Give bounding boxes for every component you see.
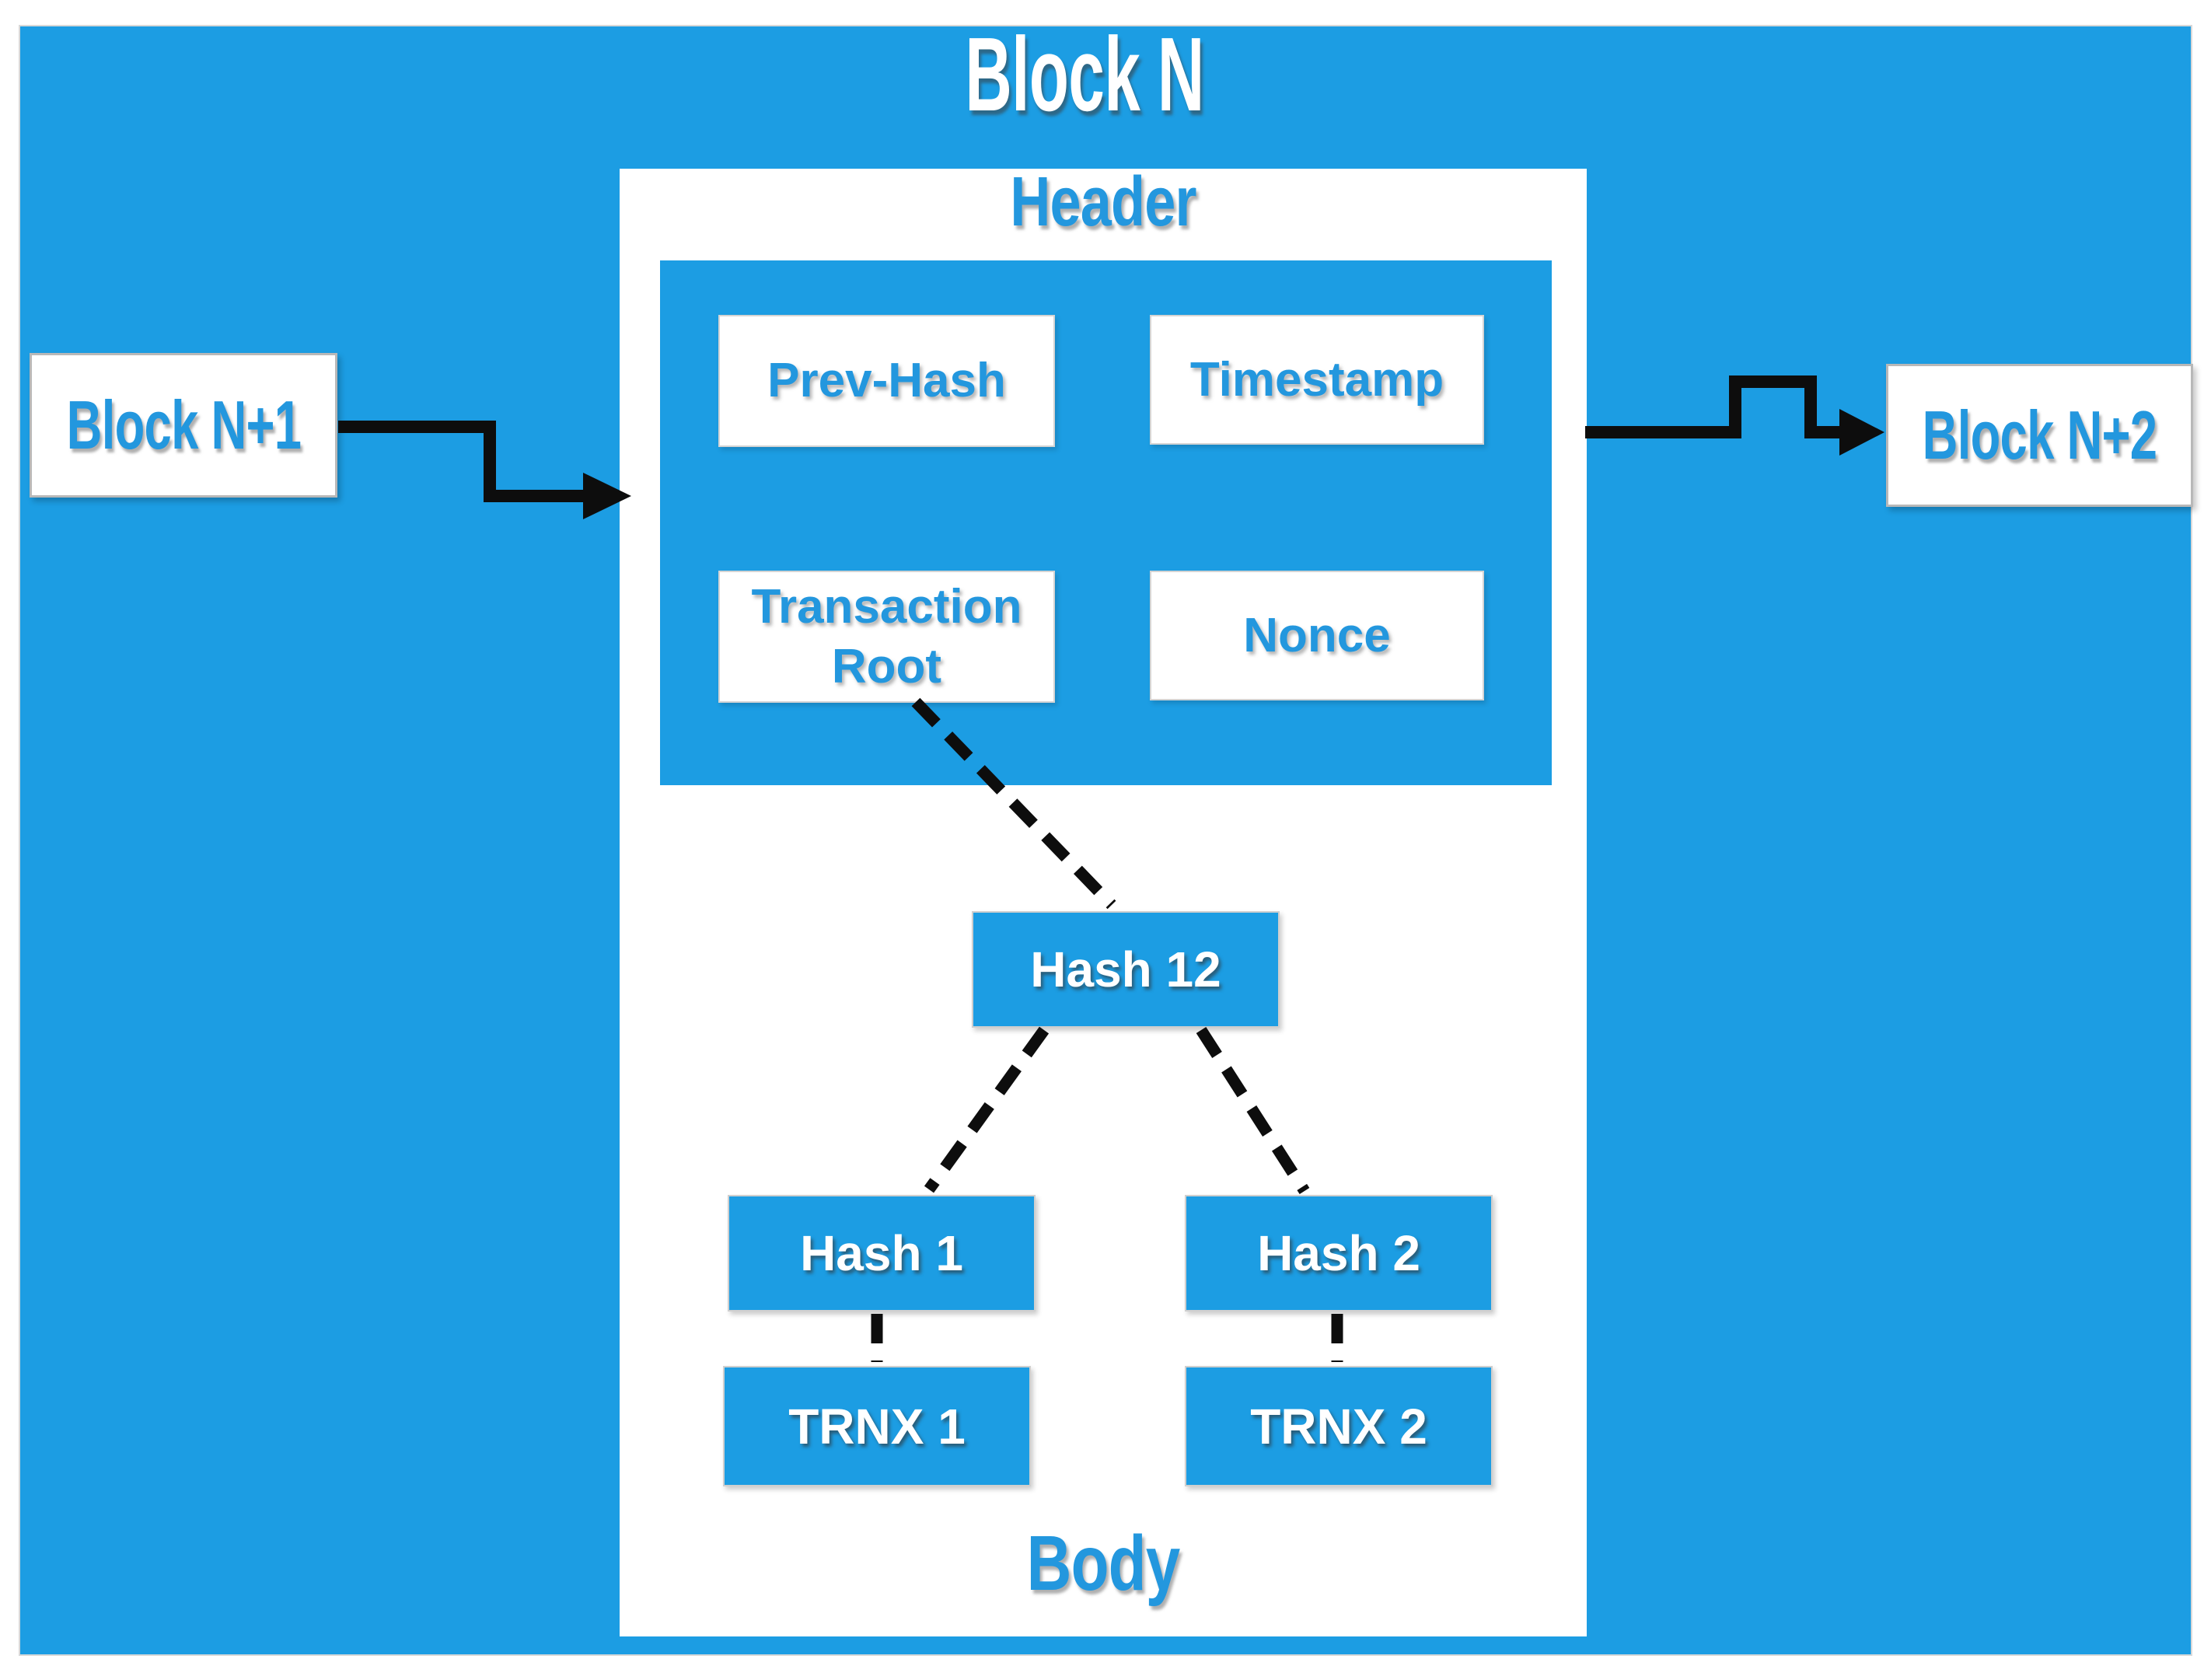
transaction-root-label: Transaction Root — [751, 579, 1022, 694]
nonce-box: Nonce — [1150, 571, 1484, 700]
block-n2-box: Block N+2 — [1886, 364, 2193, 507]
block-n1-label: Block N+1 — [66, 386, 301, 463]
body-section-label: Body — [1026, 1520, 1181, 1607]
header-section-label: Header — [1010, 163, 1196, 241]
trnx2-node: TRNX 2 — [1185, 1366, 1493, 1486]
header-fields-box: Prev-Hash Timestamp Transaction Root Non… — [660, 260, 1552, 785]
block-n2-label: Block N+2 — [1922, 396, 2157, 473]
hash1-node: Hash 1 — [728, 1195, 1036, 1312]
timestamp-box: Timestamp — [1150, 315, 1484, 445]
nonce-label: Nonce — [1243, 608, 1391, 662]
prev-hash-box: Prev-Hash — [718, 315, 1055, 447]
hash12-label: Hash 12 — [1030, 941, 1221, 997]
trnx2-label: TRNX 2 — [1250, 1398, 1427, 1455]
trnx1-label: TRNX 1 — [788, 1398, 966, 1455]
hash12-node: Hash 12 — [972, 911, 1280, 1028]
timestamp-label: Timestamp — [1189, 352, 1444, 407]
prev-hash-label: Prev-Hash — [767, 354, 1006, 408]
transaction-root-box: Transaction Root — [718, 571, 1055, 703]
block-n-title: Block N — [965, 16, 1204, 133]
hash2-node: Hash 2 — [1185, 1195, 1493, 1312]
block-n1-box: Block N+1 — [30, 353, 337, 498]
block-n-container: Block N Block N+1 Block N+2 Header Prev-… — [19, 16, 2193, 1656]
hash1-label: Hash 1 — [800, 1225, 963, 1281]
hash2-label: Hash 2 — [1257, 1225, 1420, 1281]
block-n-main: Header Prev-Hash Timestamp Transaction R… — [620, 163, 1587, 1636]
trnx1-node: TRNX 1 — [723, 1366, 1031, 1486]
